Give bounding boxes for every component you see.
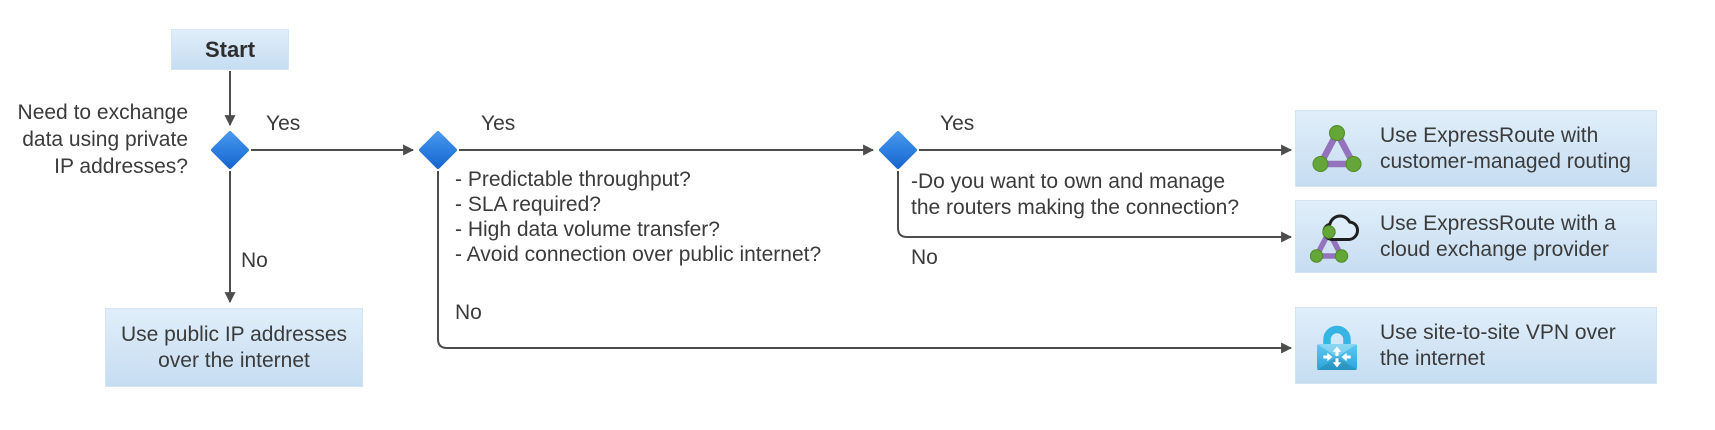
criteria-item: - SLA required? <box>455 193 601 216</box>
question-manage-routers: -Do you want to own and manage the route… <box>911 169 1239 221</box>
criteria-list: - Predictable throughput? - SLA required… <box>455 167 821 267</box>
edge-label-yes-2: Yes <box>481 112 516 135</box>
terminal-line: Use public IP addresses <box>120 322 348 346</box>
question-private-ip: Need to exchange data using private IP a… <box>0 99 188 180</box>
edge-label-no-2: No <box>455 301 482 324</box>
question-line: IP addresses? <box>54 155 188 178</box>
criteria-item: - Predictable throughput? <box>455 168 691 191</box>
terminal-public-ip: Use public IP addresses over the interne… <box>105 308 363 387</box>
result-line: Use ExpressRoute with <box>1380 123 1599 147</box>
result-line: cloud exchange provider <box>1380 237 1609 261</box>
criteria-item: - High data volume transfer? <box>455 218 720 241</box>
result-expressroute-cloud-exchange: Use ExpressRoute with a cloud exchange p… <box>1295 200 1657 273</box>
question-line: -Do you want to own and manage <box>911 170 1226 193</box>
start-label: Start <box>204 36 256 62</box>
result-line: Use ExpressRoute with a <box>1380 211 1616 235</box>
result-line: the internet <box>1380 346 1486 370</box>
edge-label-no-1: No <box>241 249 268 272</box>
terminal-line: over the internet <box>158 348 310 372</box>
vpn-gateway-lock-icon <box>1317 325 1357 370</box>
criteria-item: - Avoid connection over public internet? <box>455 243 822 266</box>
question-line: the routers making the connection? <box>911 196 1240 219</box>
result-line: customer-managed routing <box>1380 149 1631 173</box>
expressroute-icon <box>1312 124 1362 172</box>
result-site-to-site-vpn: Use site-to-site VPN over the internet <box>1295 307 1657 384</box>
expressroute-cloud-icon <box>1310 214 1359 263</box>
edge-label-no-3: No <box>911 246 938 269</box>
question-line: Need to exchange <box>17 101 188 124</box>
edge-label-yes-3: Yes <box>940 112 975 135</box>
start-node: Start <box>171 29 289 70</box>
result-expressroute-customer-routing: Use ExpressRoute with customer-managed r… <box>1295 110 1657 187</box>
edge-label-yes-1: Yes <box>266 112 301 135</box>
result-line: Use site-to-site VPN over <box>1380 320 1616 344</box>
question-line: data using private <box>22 128 188 151</box>
